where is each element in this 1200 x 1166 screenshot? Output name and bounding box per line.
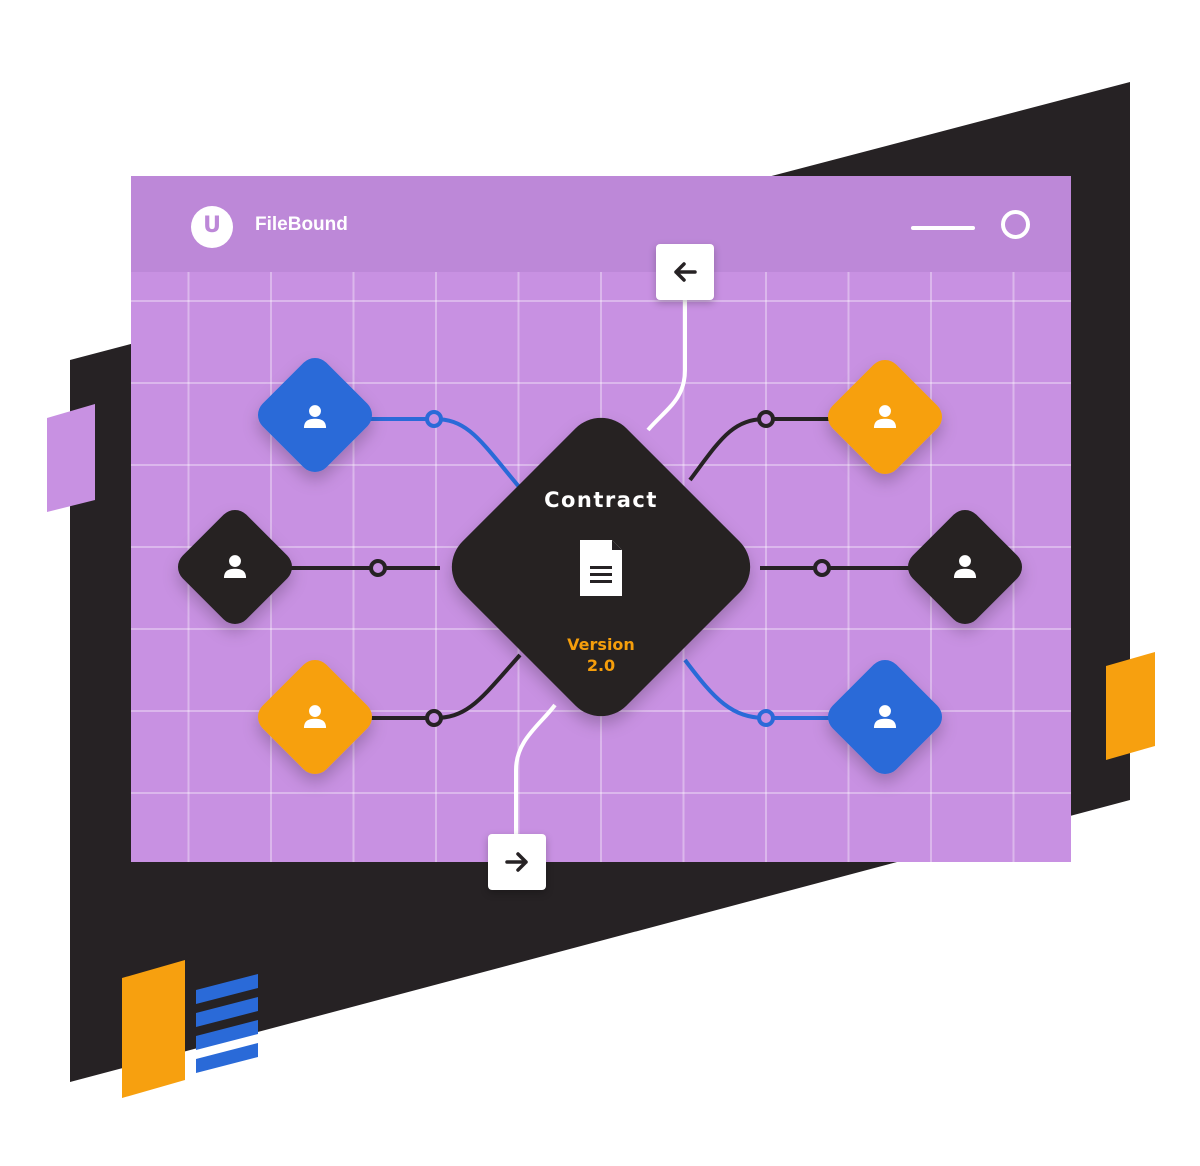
minimize-button[interactable] (911, 226, 975, 230)
connector-bottom-white (514, 703, 557, 835)
contract-label: Contract (544, 488, 658, 512)
connector-top-left (355, 417, 522, 490)
junction-dot-middle-left (369, 559, 387, 577)
junction-dot-middle-right (813, 559, 831, 577)
version-text: Version (567, 635, 635, 654)
back-button[interactable] (656, 244, 714, 300)
orange-accent-tab-right (1106, 652, 1155, 760)
forward-button[interactable] (488, 834, 546, 890)
version-number: 2.0 (586, 656, 616, 675)
connector-top-right (688, 417, 845, 482)
document-icon (580, 540, 622, 596)
junction-dot-top-right (757, 410, 775, 428)
orange-accent-block-left (122, 960, 185, 1098)
title-bar: U FileBound (131, 176, 1071, 272)
maximize-button[interactable] (1001, 210, 1030, 239)
junction-dot-bottom-right (757, 709, 775, 727)
filebound-logo: U (191, 206, 233, 248)
version-label: Version 2.0 (540, 634, 662, 676)
arrow-left-icon (674, 262, 697, 282)
blue-stripes-decoration (196, 974, 258, 1073)
junction-dot-bottom-left (425, 709, 443, 727)
arrow-right-icon (505, 852, 528, 872)
connector-bottom-left (355, 653, 522, 720)
connector-top-white (646, 300, 687, 432)
junction-dot-top-left (425, 410, 443, 428)
purple-accent-tab (47, 404, 95, 512)
app-name: FileBound (255, 214, 348, 235)
